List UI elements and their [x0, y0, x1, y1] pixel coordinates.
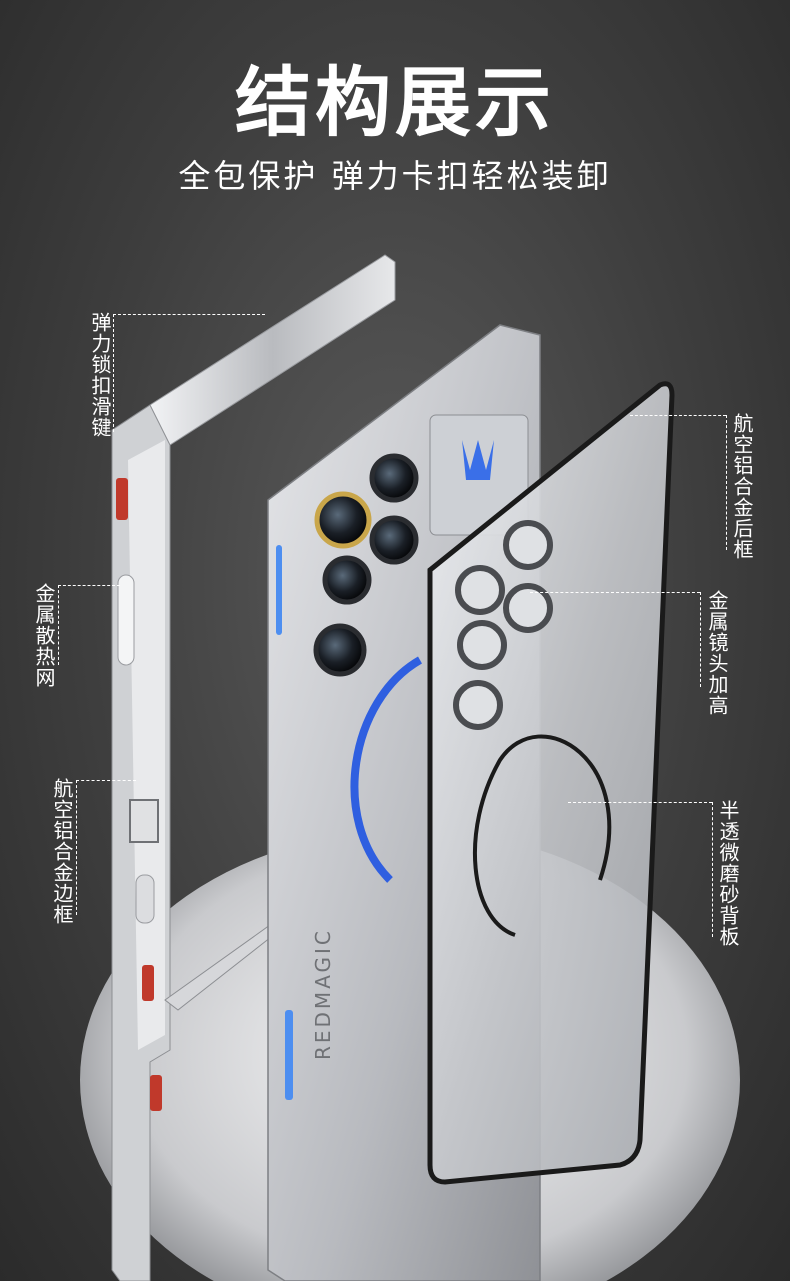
- leader-line: [568, 802, 712, 803]
- brand-text: REDMAGIC: [311, 928, 335, 1060]
- camera-lens-5: [313, 623, 367, 677]
- red-button-top: [116, 478, 128, 520]
- camera-lens-4: [322, 555, 372, 605]
- callout-aluminum-back-frame: 航空铝合金后框: [730, 413, 754, 560]
- camera-lens-1: [314, 491, 372, 549]
- leader-line: [726, 415, 727, 550]
- leader-line: [530, 592, 700, 593]
- leader-line: [58, 585, 120, 586]
- lens-ring-3: [457, 620, 507, 670]
- leader-line: [113, 314, 265, 315]
- red-button-bottom: [142, 965, 154, 1001]
- leader-line: [76, 780, 136, 781]
- leader-line: [630, 415, 726, 416]
- lens-ring-5: [453, 680, 503, 730]
- camera-lens-3: [369, 515, 419, 565]
- leader-line: [113, 314, 114, 432]
- leader-line: [712, 802, 713, 937]
- lens-ring-2: [503, 520, 553, 570]
- callout-spring-lock-key: 弹力锁扣滑键: [88, 312, 112, 438]
- brand-logo-icon: [462, 440, 494, 480]
- callout-aluminum-frame: 航空铝合金边框: [50, 778, 74, 925]
- camera-lens-2: [369, 453, 419, 503]
- callout-metal-heat-mesh: 金属散热网: [32, 583, 56, 688]
- aluminum-frame-illustration: [111, 254, 396, 1281]
- leader-line: [76, 780, 77, 915]
- magnetic-ring: [473, 734, 612, 937]
- leader-line: [58, 585, 59, 665]
- page-subtitle: 全包保护 弹力卡扣轻松装卸: [178, 157, 612, 195]
- callout-metal-lens-raise: 金属镜头加高: [705, 590, 729, 716]
- lens-ring-1: [455, 565, 505, 615]
- back-plate-illustration: [427, 381, 675, 1185]
- heat-mesh-grille: [117, 574, 135, 666]
- callout-frosted-back: 半透微磨砂背板: [716, 800, 740, 947]
- leader-line: [700, 592, 701, 687]
- page-title: 结构展示: [235, 58, 555, 147]
- lens-ring-4: [503, 583, 553, 633]
